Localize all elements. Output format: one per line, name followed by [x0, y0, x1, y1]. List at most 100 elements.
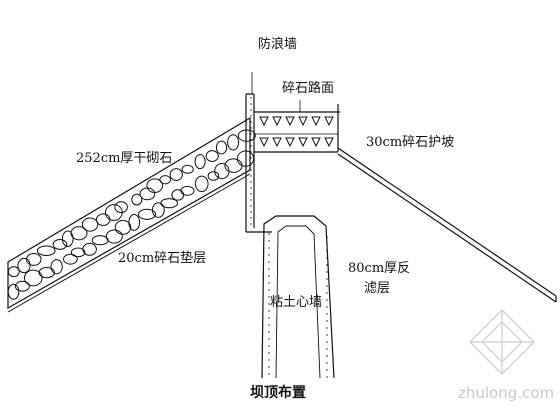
hatch-dot [250, 127, 252, 129]
filter-dot [268, 296, 270, 298]
filter-dot [268, 289, 270, 291]
stone-shape [70, 247, 86, 258]
label-wave-wall: 防浪墙 [258, 37, 298, 52]
hatch-dot [250, 151, 252, 153]
hatch-dot [250, 163, 252, 165]
gravel-triangle [298, 137, 308, 148]
wave-wall-hatch [250, 97, 252, 225]
filter-dot [326, 292, 328, 294]
hatch-dot [250, 145, 252, 147]
hatch-dot [250, 175, 252, 177]
filter-dot [268, 345, 270, 347]
filter-dot [268, 359, 270, 361]
hatch-dot [250, 193, 252, 195]
label-filter-line1: 80cm厚反 [348, 261, 411, 276]
label-filter-line2: 滤层 [364, 281, 391, 296]
gravel-triangle [324, 116, 334, 127]
stone-shape [82, 242, 97, 256]
right-gravel-slope [337, 147, 557, 303]
hatch-dot [250, 121, 252, 123]
filter-dot [326, 362, 328, 364]
filter-dot [268, 317, 270, 319]
filter-dot [326, 306, 328, 308]
filter-dot [326, 313, 328, 315]
hatch-dot [250, 109, 252, 111]
stone-shape [14, 280, 30, 292]
stone-shape [194, 175, 209, 193]
filter-dot [326, 278, 328, 280]
filter-dot [326, 355, 328, 357]
gravel-road-marks [259, 116, 334, 148]
stone-shape [26, 252, 42, 266]
watermark-text: zhulong.com [458, 384, 555, 402]
stone-shape [36, 245, 56, 256]
stone-shape [215, 140, 228, 155]
filter-dot [326, 320, 328, 322]
wave-wall [245, 93, 272, 233]
filter-dot [326, 299, 328, 301]
hatch-dot [250, 217, 252, 219]
stone-shape [131, 193, 143, 206]
filter-dot [326, 327, 328, 329]
stone-shape [227, 134, 240, 151]
stone-shape [114, 219, 132, 235]
filter-dot [326, 341, 328, 343]
filter-dot [268, 338, 270, 340]
stone-shape [205, 150, 219, 163]
filter-dot [268, 366, 270, 368]
right-slope-top [337, 147, 557, 297]
stone-shape [23, 269, 43, 287]
diagram-caption: 坝顶布置 [250, 385, 306, 401]
stone-shape [137, 208, 157, 220]
stone-shape [70, 226, 88, 241]
hatch-dot [250, 139, 252, 141]
filter-dot [326, 348, 328, 350]
stone-shape [114, 201, 128, 214]
filter-dot [268, 352, 270, 354]
filter-dot [326, 334, 328, 336]
stone-shape [181, 164, 194, 174]
gravel-triangle [259, 137, 269, 148]
filter-dot [268, 268, 270, 270]
hatch-dot [250, 181, 252, 183]
leader-lines [251, 72, 301, 112]
label-gravel-road: 碎石路面 [282, 81, 335, 96]
filter-dot [268, 247, 270, 249]
stone-shape [180, 185, 195, 196]
hatch-dot [250, 115, 252, 117]
stone-shape [151, 202, 165, 218]
filter-dot [268, 303, 270, 305]
label-clay-core: 粘土心墙 [270, 295, 323, 310]
hatch-dot [250, 157, 252, 159]
left-slope-outline [7, 116, 251, 310]
filter-dot [268, 233, 270, 235]
stone-shape [61, 230, 74, 247]
hatch-dot [250, 187, 252, 189]
stone-shape [7, 283, 20, 300]
stone-shape [7, 266, 20, 278]
gravel-triangle [324, 137, 334, 148]
filter-dot [268, 324, 270, 326]
gravel-triangle [272, 137, 282, 148]
stone-shape [237, 129, 256, 142]
filter-dot [268, 240, 270, 242]
stone-shape [105, 229, 123, 244]
filter-dot [326, 271, 328, 273]
filter-dot [268, 254, 270, 256]
left-riprap-slope [7, 116, 256, 313]
label-dry-masonry: 252cm厚干砌石 [76, 151, 173, 166]
stone-shape [207, 171, 220, 181]
left-cushion-line-inner [7, 169, 251, 309]
filter-dot [326, 243, 328, 245]
stone-shape [169, 168, 183, 182]
hatch-dot [250, 103, 252, 105]
label-gravel-cushion: 20cm碎石垫层 [118, 251, 207, 266]
stone-shape [159, 175, 172, 185]
stone-shape [17, 257, 31, 274]
stone-shape [50, 259, 63, 275]
right-slope-bottom [337, 153, 557, 303]
filter-dot [268, 331, 270, 333]
hatch-dot [250, 97, 252, 99]
stone-shape [52, 239, 68, 250]
